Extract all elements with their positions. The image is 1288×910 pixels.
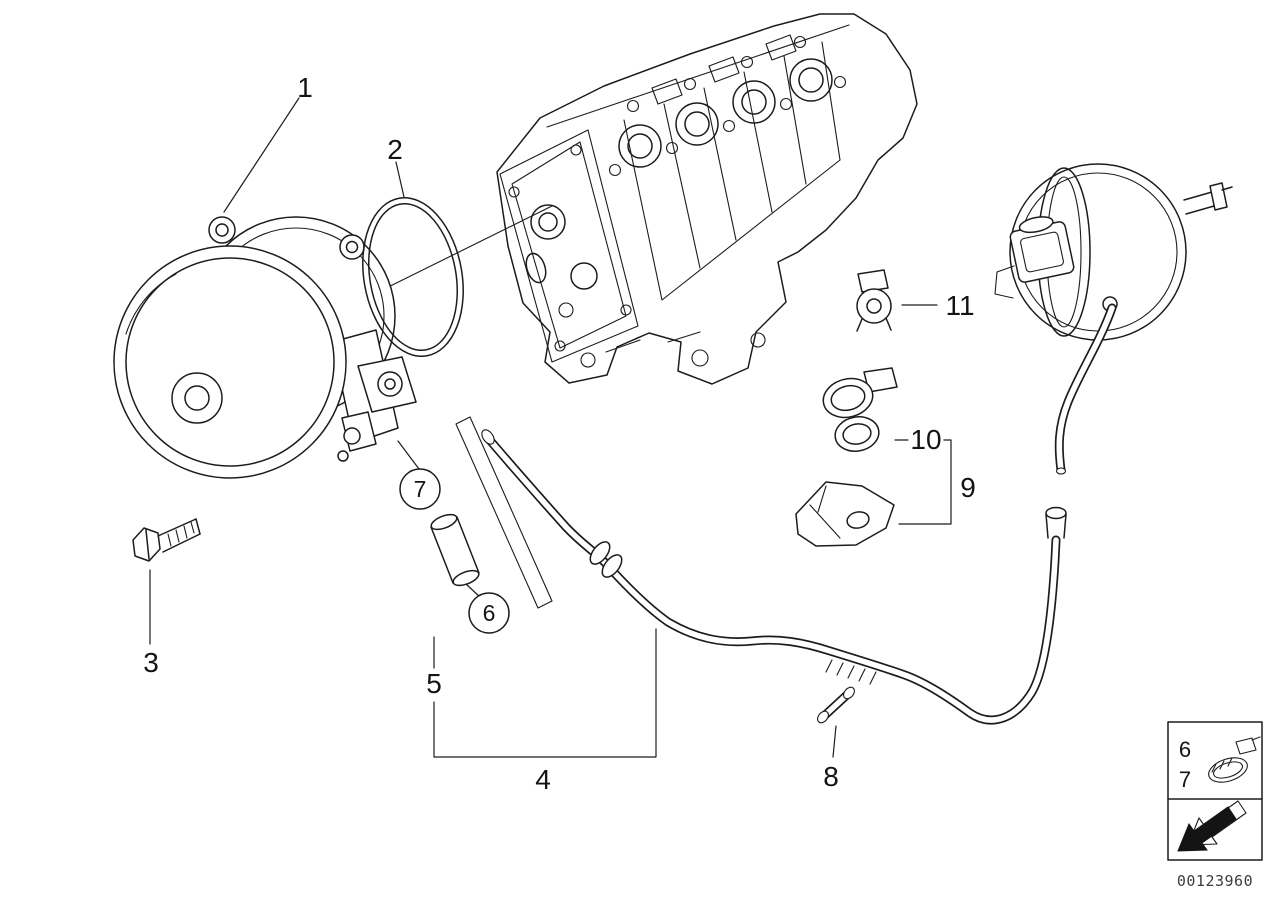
callout-2: 2 xyxy=(387,134,403,165)
callout-6: 6 xyxy=(483,600,496,626)
callout-8: 8 xyxy=(823,761,839,792)
pipe-holder xyxy=(822,367,898,452)
pump-mounting-lug-top xyxy=(208,216,236,244)
support-bracket xyxy=(795,481,895,547)
spacer-sleeve xyxy=(430,513,480,587)
part-number: 00123960 xyxy=(1177,872,1253,890)
vacuum-pipe xyxy=(481,429,1067,725)
pipe-clamp xyxy=(589,541,623,578)
valve-bores xyxy=(618,58,833,168)
formed-hose xyxy=(817,686,855,724)
callout-1: 1 xyxy=(297,72,313,103)
front-gasket-face xyxy=(499,129,639,363)
pump-vacuum-valve xyxy=(337,356,417,462)
cam-bearing-caps xyxy=(651,34,797,105)
pipe-open-end xyxy=(481,429,495,445)
hose-clip xyxy=(856,269,892,332)
callout-11: 11 xyxy=(945,290,974,321)
circled-callout-7: 7 xyxy=(399,468,441,510)
pump-front-cover xyxy=(113,245,347,479)
callout-9: 9 xyxy=(960,472,976,503)
callout-4: 4 xyxy=(535,764,551,795)
side-ribs xyxy=(623,41,841,301)
straight-pipe-section xyxy=(455,416,553,609)
callout-5: 5 xyxy=(426,668,442,699)
vacuum-pump xyxy=(113,216,417,479)
pipe-end-fitting xyxy=(1045,506,1067,539)
o-ring-seal xyxy=(362,197,464,357)
mounting-bolt xyxy=(132,518,201,562)
hose-clamp-icon xyxy=(1208,736,1261,783)
mount-feet xyxy=(580,331,766,368)
circled-callout-6: 6 xyxy=(468,592,510,634)
legend-box: 6 7 xyxy=(1167,721,1263,861)
callout-7: 7 xyxy=(414,476,427,502)
brake-fluid-reservoir xyxy=(1009,216,1075,283)
engine-cylinder-head xyxy=(496,13,918,385)
callout-10: 10 xyxy=(910,424,941,455)
pipe-rib-ticks xyxy=(825,659,877,685)
legend-item-7: 7 xyxy=(1179,767,1191,792)
callout-3: 3 xyxy=(143,647,159,678)
pump-mounting-lug-side xyxy=(339,234,365,260)
legend-item-6: 6 xyxy=(1179,737,1191,762)
direction-arrow-icon xyxy=(1177,800,1247,852)
booster-push-rod xyxy=(1183,182,1233,215)
brake-booster xyxy=(994,163,1233,475)
pump-hub xyxy=(171,372,223,424)
callout-labels: 1 2 3 4 5 8 9 10 11 xyxy=(143,72,976,795)
